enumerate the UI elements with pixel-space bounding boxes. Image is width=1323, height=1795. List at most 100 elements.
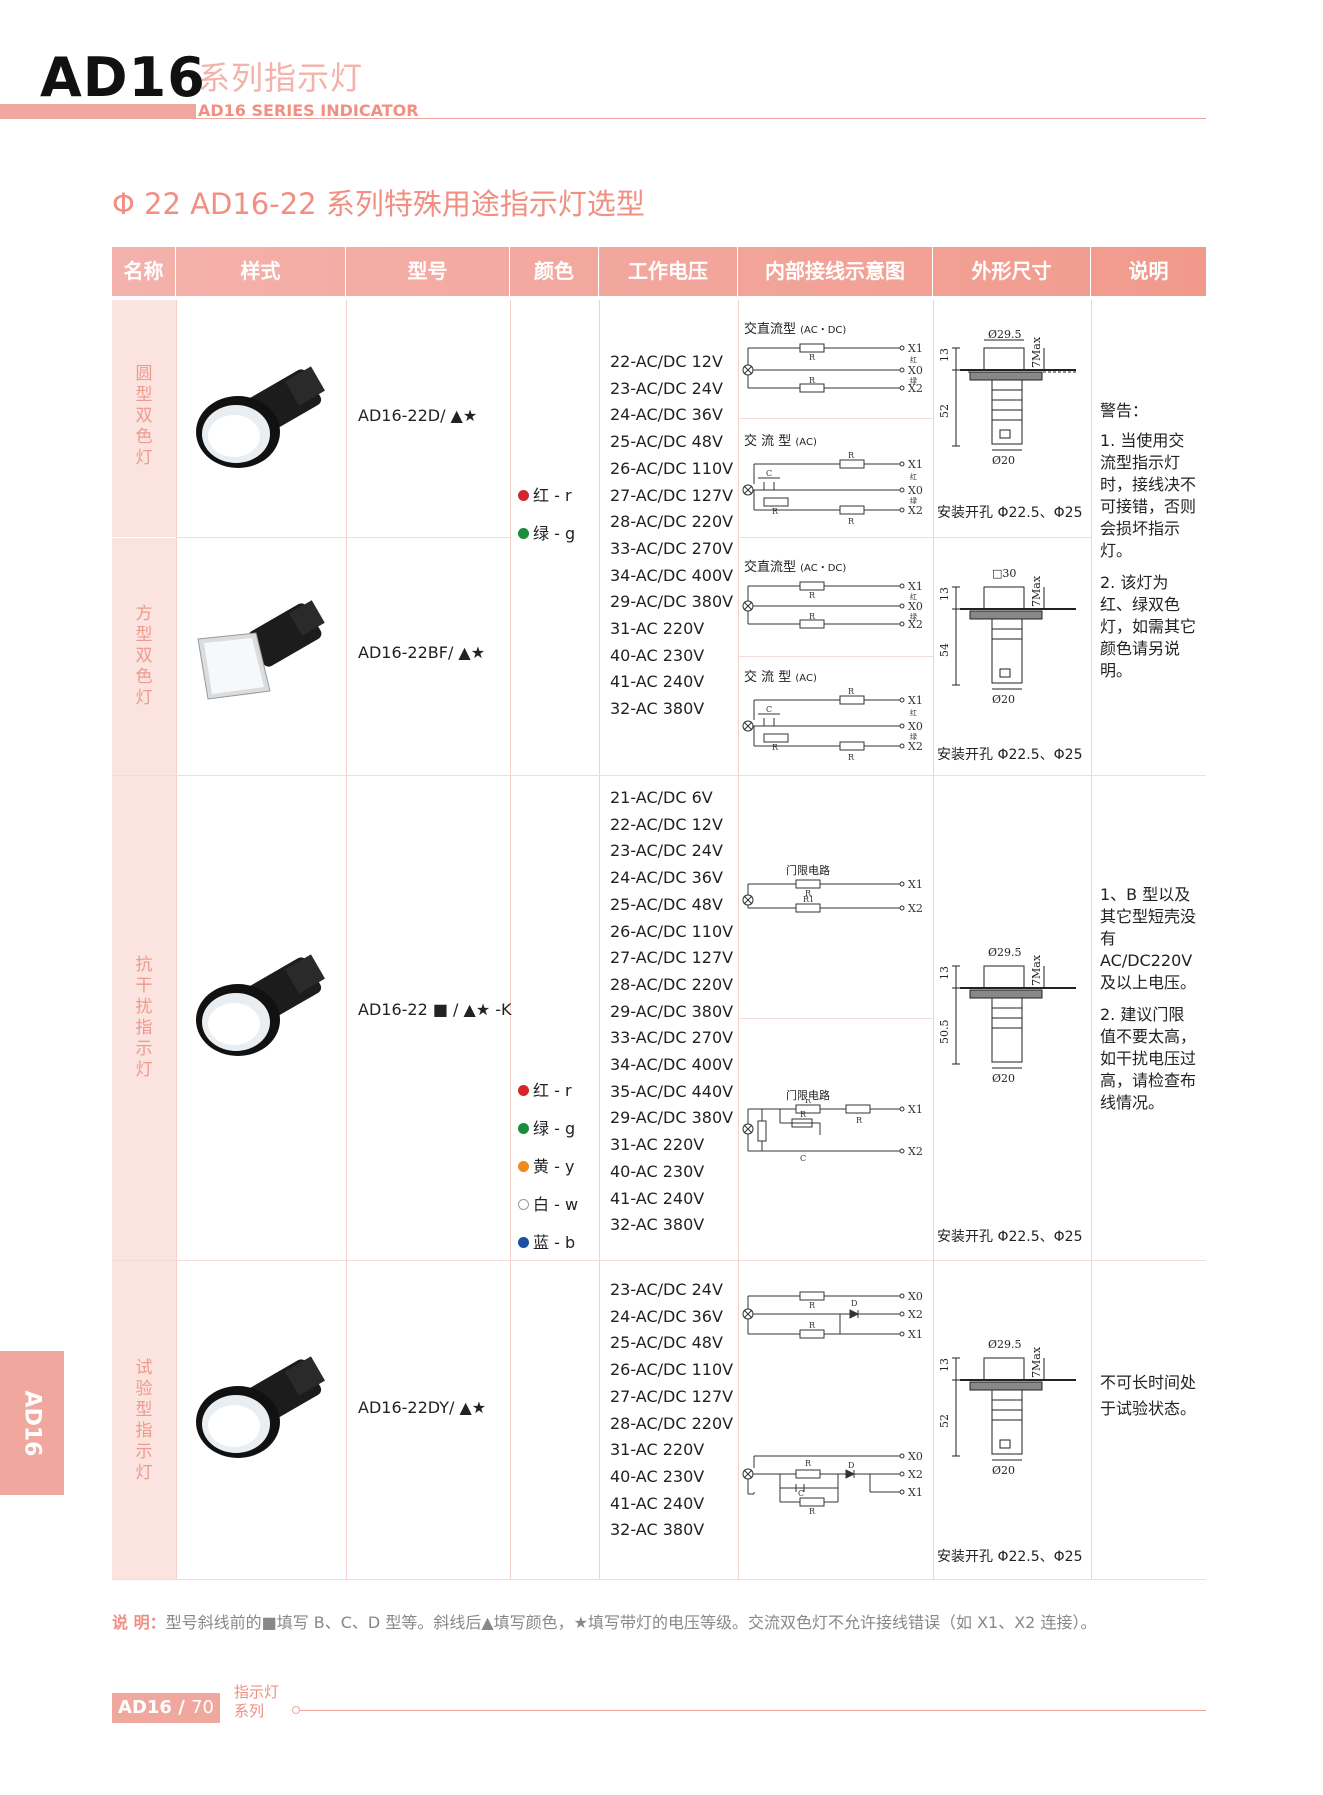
svg-text:R: R bbox=[856, 1116, 863, 1125]
color-list: 红 - r 绿 - g 黄 - y 白 - w 蓝 - b bbox=[518, 1072, 578, 1262]
svg-text:红: 红 bbox=[910, 355, 917, 364]
note-line: 警告： bbox=[1100, 401, 1149, 420]
diagram-title: 交直流型 (AC・DC) bbox=[744, 560, 847, 575]
svg-text:R: R bbox=[805, 1459, 812, 1468]
svg-text:X1: X1 bbox=[908, 342, 923, 355]
grid-line bbox=[176, 537, 510, 538]
note-block: 1、B 型以及其它型短壳没有 AC/DC220V 及以上电压。 2. 建议门限值… bbox=[1100, 884, 1200, 1114]
svg-text:R: R bbox=[805, 889, 812, 898]
col-header-wiring: 内部接线示意图 bbox=[738, 247, 933, 296]
svg-text:X0: X0 bbox=[908, 720, 923, 733]
product-image-test bbox=[196, 1356, 325, 1458]
svg-text:X1: X1 bbox=[908, 694, 923, 707]
svg-text:R: R bbox=[809, 591, 816, 600]
product-image-round bbox=[196, 366, 325, 468]
svg-text:D: D bbox=[851, 1299, 857, 1308]
dim-label: 50.5 bbox=[940, 1020, 951, 1045]
color-item: 绿 - g bbox=[518, 515, 575, 553]
svg-text:R: R bbox=[809, 1507, 816, 1516]
color-item: 红 - r bbox=[518, 1072, 578, 1110]
dim-label: Ø29.5 bbox=[988, 328, 1022, 341]
install-note: 安装开孔 Φ22.5、Φ25 bbox=[937, 1229, 1083, 1245]
col-header-dimensions: 外形尺寸 bbox=[933, 247, 1091, 296]
note-block: 不可长时间处于试验状态。 bbox=[1100, 1370, 1200, 1422]
svg-text:R: R bbox=[800, 1110, 807, 1119]
footer-series: 指示灯系列 bbox=[234, 1683, 280, 1720]
diagram-title: 交 流 型 (AC) bbox=[744, 670, 817, 685]
grid-line bbox=[933, 300, 934, 1579]
svg-text:绿: 绿 bbox=[910, 732, 917, 741]
grid-line bbox=[346, 300, 347, 1579]
grid-line bbox=[112, 1260, 1206, 1261]
product-image-square bbox=[197, 600, 325, 700]
table-header: 名称 样式 型号 颜色 工作电压 内部接线示意图 外形尺寸 说明 bbox=[112, 247, 1206, 296]
dim-label: 13 bbox=[940, 966, 951, 980]
green-dot-icon bbox=[518, 1123, 529, 1134]
note-line: 2. 该灯为红、绿双色灯，如需其它颜色请另说明。 bbox=[1100, 573, 1197, 680]
dim-label: Ø29.5 bbox=[988, 1338, 1022, 1351]
svg-text:R1: R1 bbox=[803, 895, 814, 904]
color-item: 红 - r bbox=[518, 477, 575, 515]
dim-label: □30 bbox=[992, 567, 1016, 580]
dim-label: 7Max bbox=[1030, 954, 1043, 986]
model-number: AD16-22DY/ ▲★ bbox=[358, 1398, 487, 1417]
product-image-anti-interference bbox=[196, 954, 325, 1056]
col-header-model: 型号 bbox=[346, 247, 510, 296]
grid-line bbox=[176, 300, 177, 1579]
row-name-cell bbox=[112, 1261, 176, 1579]
voltage-list: 21-AC/DC 6V 22-AC/DC 12V 23-AC/DC 24V 24… bbox=[610, 788, 734, 1235]
dim-label: Ø29.5 bbox=[988, 946, 1022, 959]
dim-label: 52 bbox=[940, 404, 951, 418]
install-note: 安装开孔 Φ22.5、Φ25 bbox=[937, 747, 1083, 763]
color-item: 黄 - y bbox=[518, 1148, 578, 1186]
dim-label: 54 bbox=[940, 643, 951, 657]
svg-text:R: R bbox=[848, 451, 855, 460]
grid-line bbox=[738, 537, 1091, 538]
col-header-style: 样式 bbox=[176, 247, 346, 296]
svg-text:R: R bbox=[848, 687, 855, 696]
color-item: 绿 - g bbox=[518, 1110, 578, 1148]
svg-text:C: C bbox=[800, 1154, 806, 1163]
svg-text:R: R bbox=[809, 1301, 816, 1310]
note-line: 1、B 型以及其它型短壳没有 AC/DC220V 及以上电压。 bbox=[1100, 885, 1197, 992]
model-number: AD16-22D/ ▲★ bbox=[358, 406, 478, 425]
note-line: 1. 当使用交流型指示灯时，接线决不可接错，否则会损坏指示灯。 bbox=[1100, 431, 1197, 560]
note-line: 2. 建议门限值不要太高，如干扰电压过高，请检查布线情况。 bbox=[1100, 1005, 1197, 1112]
row-name: 圆型双色灯 bbox=[135, 364, 153, 468]
row-name-cell bbox=[112, 538, 176, 775]
svg-text:绿: 绿 bbox=[910, 496, 917, 505]
dim-label: 7Max bbox=[1030, 336, 1043, 368]
svg-text:X1: X1 bbox=[908, 1328, 923, 1341]
brand-title: AD16 bbox=[40, 46, 206, 109]
row-name: 方型双色灯 bbox=[135, 604, 153, 708]
green-dot-icon bbox=[518, 528, 529, 539]
svg-text:R: R bbox=[772, 507, 779, 516]
svg-text:X0: X0 bbox=[908, 1290, 923, 1303]
color-item: 蓝 - b bbox=[518, 1224, 578, 1262]
dim-label: Ø20 bbox=[992, 693, 1015, 706]
svg-text:X2: X2 bbox=[908, 618, 923, 631]
svg-text:X2: X2 bbox=[908, 382, 923, 395]
row-name: 试验型指示灯 bbox=[135, 1358, 153, 1483]
grid-line bbox=[738, 418, 933, 419]
dim-label: 13 bbox=[940, 348, 951, 362]
side-tab-label: AD16 bbox=[19, 1390, 45, 1456]
dim-label: Ø20 bbox=[992, 454, 1015, 467]
row-name: 抗干扰指示灯 bbox=[135, 955, 153, 1080]
grid-line bbox=[1091, 300, 1092, 1579]
svg-text:R: R bbox=[848, 517, 855, 526]
section-title: Φ 22 AD16-22 系列特殊用途指示灯选型 bbox=[112, 187, 645, 221]
svg-text:X2: X2 bbox=[908, 902, 923, 915]
side-tab bbox=[0, 1351, 64, 1495]
color-list: 红 - r 绿 - g bbox=[518, 477, 575, 553]
svg-text:C: C bbox=[766, 705, 772, 714]
grid-line bbox=[112, 1579, 1206, 1580]
model-number: AD16-22 ■ / ▲★ -K bbox=[358, 1000, 512, 1019]
voltage-list: 22-AC/DC 12V 23-AC/DC 24V 24-AC/DC 36V 2… bbox=[610, 352, 734, 719]
svg-text:X0: X0 bbox=[908, 364, 923, 377]
svg-text:X0: X0 bbox=[908, 1450, 923, 1463]
